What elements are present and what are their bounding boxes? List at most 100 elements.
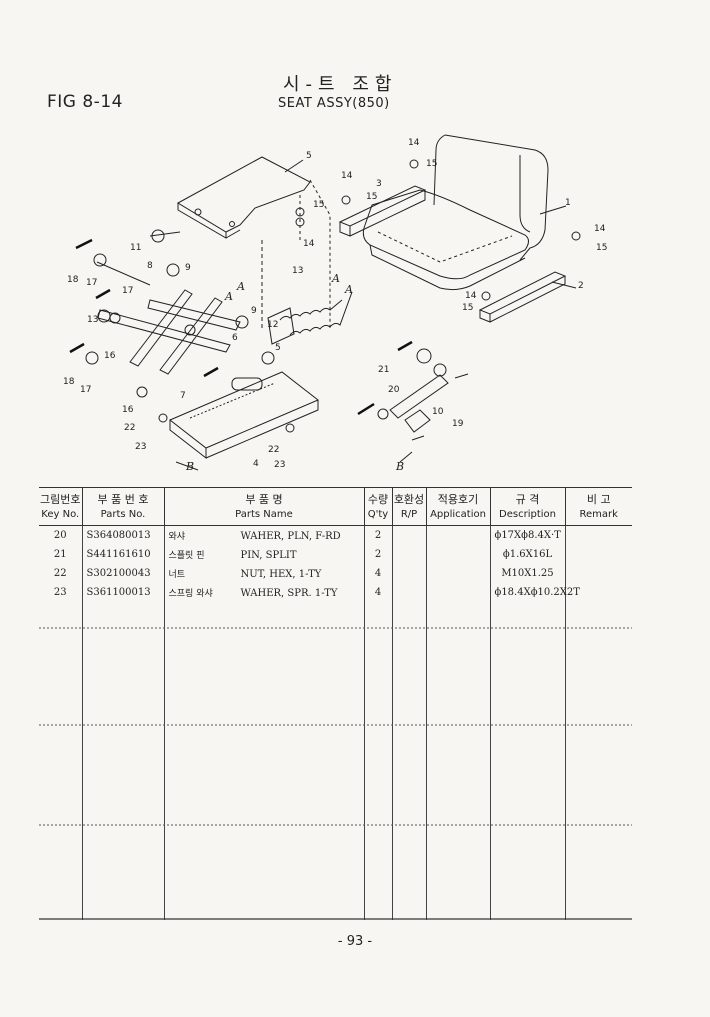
- svg-text:14: 14: [465, 291, 477, 301]
- svg-text:A: A: [236, 280, 245, 293]
- svg-text:8: 8: [147, 261, 153, 271]
- svg-text:18: 18: [63, 377, 75, 387]
- svg-text:11: 11: [130, 243, 141, 253]
- page-number: - 93 -: [337, 934, 373, 949]
- svg-text:14: 14: [341, 171, 353, 181]
- base-frame: [169, 371, 319, 460]
- svg-text:13: 13: [292, 266, 303, 276]
- key-no: 21: [53, 549, 67, 560]
- svg-text:A: A: [224, 290, 233, 303]
- remark: [564, 545, 632, 564]
- svg-text:14: 14: [408, 138, 420, 148]
- svg-text:16: 16: [122, 405, 134, 415]
- svg-text:15: 15: [313, 200, 324, 210]
- svg-text:1: 1: [565, 198, 571, 208]
- pin-8: [96, 261, 151, 286]
- shock-absorber: [377, 348, 449, 433]
- application: [425, 583, 490, 602]
- description: ϕ18.4Xϕ10.2X2T: [489, 583, 580, 602]
- seat-rail-left: [338, 185, 427, 237]
- bolt-19-upper: [454, 373, 469, 379]
- description: ϕ17Xϕ8.4X·T: [489, 525, 565, 545]
- bolt-11: [149, 231, 181, 237]
- svg-text:9: 9: [185, 263, 191, 273]
- svg-text:A: A: [344, 283, 353, 296]
- svg-text:2: 2: [578, 281, 584, 291]
- figure-number: FIG 8-14: [47, 92, 123, 112]
- exploded-parts-diagram: 1 2 3 4 5 5 6 7 8 9 9 10 11 12 13 13 14 …: [63, 134, 607, 473]
- svg-text:15: 15: [596, 243, 607, 253]
- rp: [391, 525, 426, 545]
- quantity: 4: [363, 564, 392, 583]
- remark: [564, 583, 632, 602]
- quantity: 2: [363, 525, 392, 545]
- leader-lines: [175, 159, 577, 471]
- key-no: 20: [53, 530, 67, 541]
- svg-text:12: 12: [267, 320, 278, 330]
- svg-text:3: 3: [376, 179, 382, 189]
- svg-text:15: 15: [426, 159, 437, 169]
- remark: [564, 525, 632, 545]
- part-number: S364080013: [81, 525, 164, 545]
- knob-11: [151, 229, 165, 243]
- svg-text:23: 23: [274, 460, 285, 470]
- svg-text:17: 17: [86, 278, 97, 288]
- tension-springs: [279, 291, 353, 336]
- page-title-english: SEAT ASSY(850): [278, 96, 390, 111]
- scissor-linkage: [97, 289, 241, 375]
- quantity: 2: [363, 545, 392, 564]
- svg-text:14: 14: [303, 239, 315, 249]
- application: [425, 564, 490, 583]
- svg-text:19: 19: [452, 419, 464, 429]
- rp: [391, 545, 426, 564]
- part-number: S302100043: [81, 564, 164, 583]
- svg-text:20: 20: [388, 385, 400, 395]
- svg-text:22: 22: [124, 423, 135, 433]
- mounting-plate: [176, 156, 311, 239]
- bolt-19-lower: [411, 435, 425, 441]
- svg-text:17: 17: [80, 385, 91, 395]
- svg-text:10: 10: [432, 407, 444, 417]
- callout-numbers: 1 2 3 4 5 5 6 7 8 9 9 10 11 12 13 13 14 …: [63, 138, 607, 473]
- spring-bracket: [267, 307, 295, 345]
- part-number: S361100013: [81, 583, 164, 602]
- description: ϕ1.6X16L: [489, 545, 565, 564]
- svg-text:4: 4: [253, 459, 259, 469]
- svg-text:23: 23: [135, 442, 146, 452]
- application: [425, 525, 490, 545]
- rp: [391, 564, 426, 583]
- svg-text:21: 21: [378, 365, 389, 375]
- table-empty-area: [39, 602, 632, 920]
- key-no: 23: [53, 587, 67, 598]
- quantity: 4: [363, 583, 392, 602]
- seat-cushion-and-backrest: [362, 134, 549, 291]
- svg-text:5: 5: [306, 151, 312, 161]
- svg-text:B: B: [395, 460, 404, 473]
- svg-text:15: 15: [366, 192, 377, 202]
- svg-text:15: 15: [462, 303, 473, 313]
- description: M10X1.25: [489, 564, 565, 583]
- seat-rail-right: [478, 271, 567, 323]
- svg-text:9: 9: [251, 306, 257, 316]
- application: [425, 545, 490, 564]
- key-no: 22: [53, 568, 67, 579]
- rp: [391, 583, 426, 602]
- svg-text:22: 22: [268, 445, 279, 455]
- remark: [564, 564, 632, 583]
- svg-text:18: 18: [67, 275, 79, 285]
- svg-text:13: 13: [87, 315, 98, 325]
